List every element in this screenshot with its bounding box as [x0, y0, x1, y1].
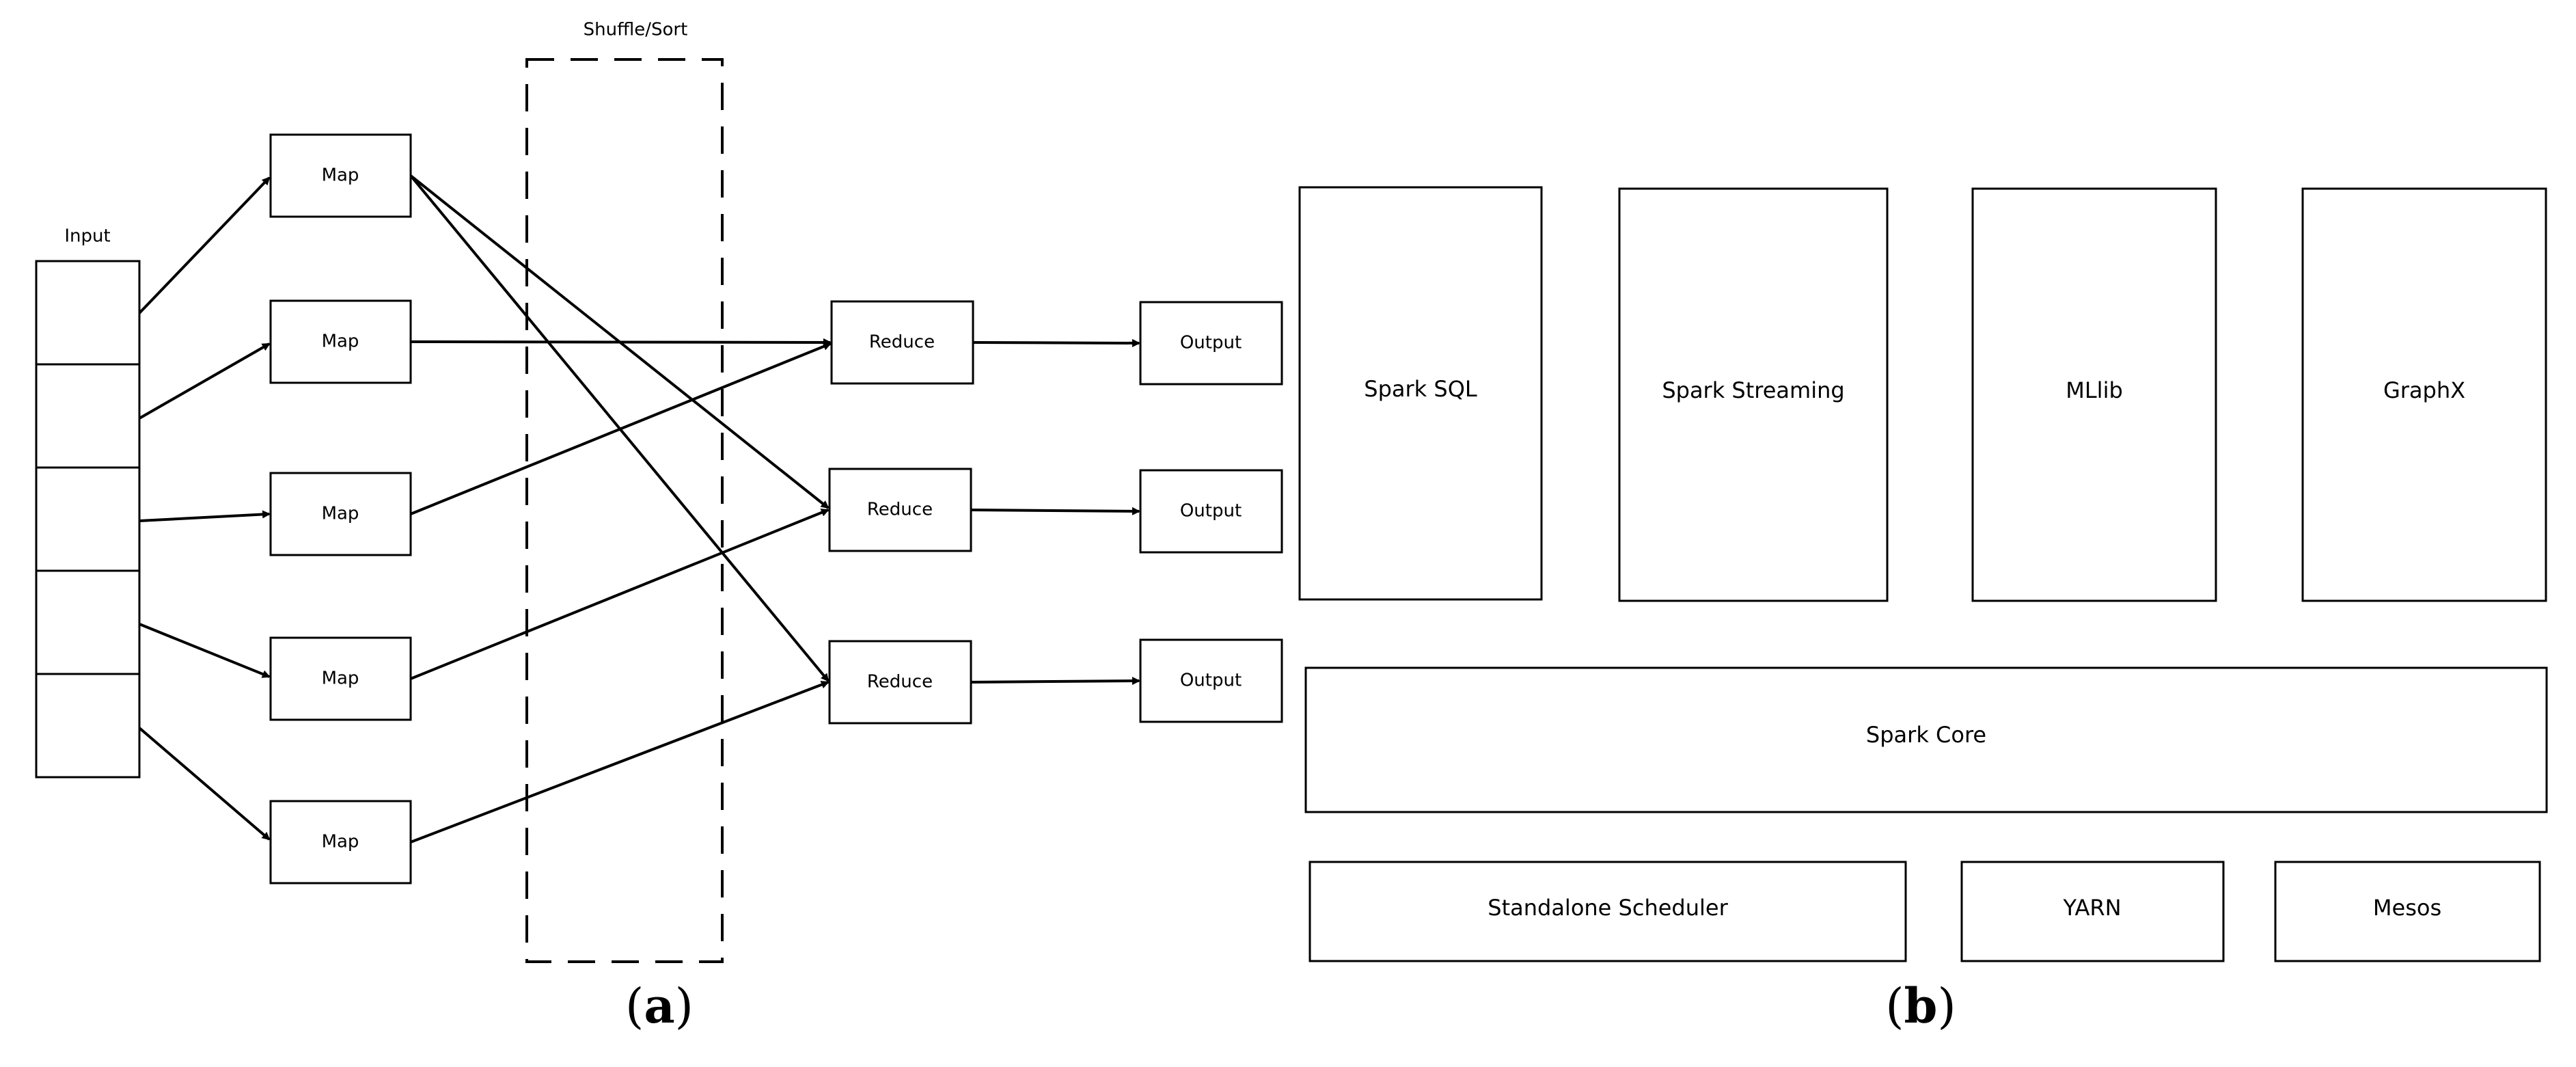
arrow-input-to-map — [139, 623, 271, 678]
scheduler-box: Standalone Scheduler — [1308, 861, 1907, 962]
caption-a-letter: a — [644, 977, 674, 1034]
map-box: Map — [269, 636, 412, 721]
map-label: Map — [322, 165, 359, 186]
output-box: Output — [1139, 469, 1283, 554]
scheduler-label: Mesos — [2373, 895, 2441, 921]
input-split-3 — [35, 466, 141, 572]
arrow-input-to-map — [139, 342, 271, 420]
library-box: GraphX — [2301, 187, 2547, 602]
library-box: MLlib — [1971, 187, 2217, 602]
map-label: Map — [322, 504, 359, 524]
input-stack — [35, 260, 141, 779]
library-label: GraphX — [2383, 377, 2465, 403]
arrow-map-to-reduce — [410, 680, 830, 843]
arrow-input-to-map — [138, 727, 271, 841]
input-split-2 — [35, 363, 141, 469]
map-box: Map — [269, 299, 412, 384]
arrow-reduce-to-output — [970, 677, 1140, 686]
scheduler-box: YARN — [1960, 861, 2225, 962]
arrow-map-to-reduce — [410, 342, 832, 515]
library-label: MLlib — [2066, 377, 2123, 403]
arrow-reduce-to-output — [972, 338, 1140, 347]
shuffle-sort-region — [525, 58, 724, 963]
output-box: Output — [1139, 301, 1283, 386]
core-box: Spark Core — [1304, 666, 2548, 813]
caption-b-letter: b — [1904, 977, 1938, 1034]
caption-b: (b) — [1885, 977, 1956, 1034]
map-box: Map — [269, 133, 412, 218]
input-split-4 — [35, 569, 141, 675]
output-label: Output — [1180, 671, 1242, 691]
map-label: Map — [322, 668, 359, 689]
panel-b-spark-stack: Spark SQL Spark Streaming MLlib GraphX S… — [1298, 186, 2548, 1034]
core-label: Spark Core — [1866, 722, 1986, 748]
output-label: Output — [1180, 333, 1242, 353]
map-box: Map — [269, 472, 412, 556]
map-label: Map — [322, 332, 359, 352]
input-split-5 — [35, 673, 141, 779]
reduce-label: Reduce — [869, 332, 935, 353]
scheduler-label: YARN — [2062, 895, 2121, 921]
reduce-box: Reduce — [828, 640, 972, 725]
reduce-box: Reduce — [830, 300, 974, 385]
output-label: Output — [1180, 501, 1242, 522]
map-label: Map — [322, 832, 359, 852]
map-box: Map — [269, 800, 412, 884]
reduce-label: Reduce — [867, 500, 933, 520]
arrow-input-to-map — [139, 510, 271, 522]
arrow-map-to-reduce — [410, 509, 830, 680]
library-label: Spark Streaming — [1662, 377, 1844, 403]
arrow-input-to-map — [138, 176, 271, 314]
scheduler-box: Mesos — [2274, 861, 2541, 962]
caption-a: (a) — [625, 977, 694, 1034]
shuffle-sort-label: Shuffle/Sort — [584, 20, 688, 40]
scheduler-label: Standalone Scheduler — [1488, 895, 1728, 921]
panel-a-mapreduce: Shuffle/Sort Input Map Map Map Map — [35, 20, 1283, 1034]
input-label: Input — [64, 226, 110, 247]
reduce-box: Reduce — [828, 468, 972, 552]
arrow-reduce-to-output — [970, 507, 1140, 515]
input-split-1 — [35, 260, 141, 366]
library-box: Spark SQL — [1298, 186, 1543, 601]
library-label: Spark SQL — [1364, 376, 1477, 402]
output-box: Output — [1139, 638, 1283, 723]
library-box: Spark Streaming — [1618, 187, 1889, 602]
reduce-label: Reduce — [867, 672, 933, 692]
